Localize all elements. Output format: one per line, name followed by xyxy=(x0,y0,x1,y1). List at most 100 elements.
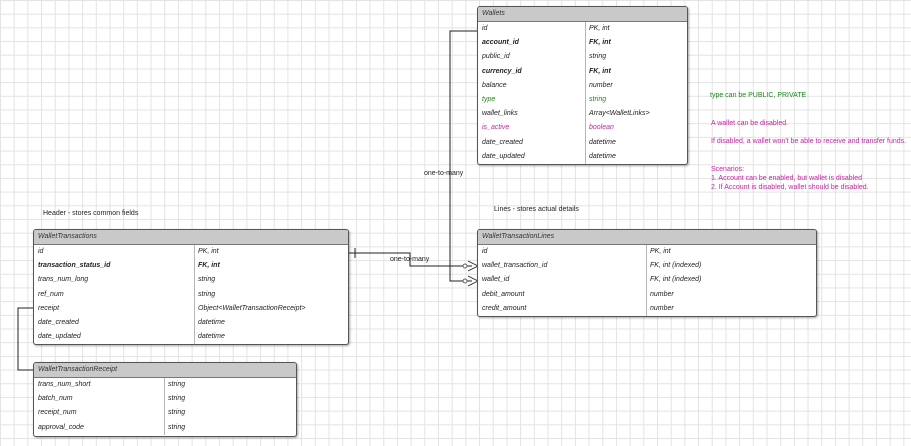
relationship-label-transactions: one-to-many xyxy=(390,256,430,263)
field-type: datetime xyxy=(585,135,616,150)
wallets-row-is-active[interactable]: is_active boolean xyxy=(478,121,687,136)
field-name: id xyxy=(482,248,488,255)
field-type: PK, int xyxy=(585,22,610,37)
wallet-transaction-lines-title: WalletTransactionLines xyxy=(478,230,816,245)
wallet-transactions-row-id[interactable]: id PK, int xyxy=(34,245,348,260)
wallets-row-date-created[interactable]: date_created datetime xyxy=(478,135,687,150)
field-name: account_id xyxy=(482,39,519,47)
field-name: id xyxy=(38,248,44,255)
wallet-transaction-receipt-entity[interactable]: WalletTransactionReceipt trans_num_short… xyxy=(33,362,297,437)
wallets-title: Wallets xyxy=(478,7,687,22)
field-type: number xyxy=(646,301,674,316)
crow-foot-transaction-id-a xyxy=(467,260,479,267)
wallet-transaction-lines-row-credit-amount[interactable]: credit_amount number xyxy=(478,301,816,316)
field-name: wallet_links xyxy=(482,110,518,118)
wallet-transactions-row-date-updated[interactable]: date_updated datetime xyxy=(34,330,348,344)
wallet-transactions-row-transaction-status-id[interactable]: transaction_status_id FK, int xyxy=(34,259,348,274)
header-note: Header - stores common fields xyxy=(43,210,139,217)
scenario-2: 2. If Account is disabled, wallet should… xyxy=(711,184,869,191)
wallet-transactions-row-date-created[interactable]: date_created datetime xyxy=(34,315,348,331)
field-type: FK, int xyxy=(585,64,611,79)
field-name: type xyxy=(482,95,496,103)
field-type: string xyxy=(164,420,185,435)
type-note: type can be PUBLIC, PRIVATE xyxy=(710,92,807,99)
field-type: datetime xyxy=(585,149,616,164)
field-name: credit_amount xyxy=(482,304,527,312)
scenario-1: 1. Account can be enabled, but wallet is… xyxy=(711,175,862,182)
field-name: trans_num_short xyxy=(38,381,91,388)
wallets-row-currency-id[interactable]: currency_id FK, int xyxy=(478,64,687,79)
wallet-transaction-receipt-row-batch-num[interactable]: batch_num string xyxy=(34,392,296,407)
field-name: date_created xyxy=(38,318,79,326)
field-name: id xyxy=(482,25,488,32)
field-name: trans_num_long xyxy=(38,276,89,284)
wallets-row-date-updated[interactable]: date_updated datetime xyxy=(478,149,687,164)
field-type: PK, int xyxy=(646,245,671,260)
relationship-label-wallets: one-to-many xyxy=(424,170,464,177)
connector-receipt xyxy=(17,307,34,371)
field-type: string xyxy=(164,406,185,421)
field-name: public_id xyxy=(482,53,510,61)
field-name: ref_num xyxy=(38,290,64,298)
field-type: FK, int (indexed) xyxy=(646,273,701,288)
crow-foot-wallet-id-b xyxy=(467,280,479,287)
field-name: is_active xyxy=(482,124,510,132)
wallets-row-wallet-links[interactable]: wallet_links Array<WalletLinks> xyxy=(478,107,687,122)
field-name: date_created xyxy=(482,138,523,146)
wallet-transactions-title: WalletTransactions xyxy=(34,230,348,245)
wallet-transaction-lines-row-id[interactable]: id PK, int xyxy=(478,245,816,260)
lines-note: Lines - stores actual details xyxy=(494,206,579,213)
field-name: date_updated xyxy=(38,333,81,341)
connector-transactions-to-lines xyxy=(347,252,472,267)
disabled-note-1: A wallet can be disabled. xyxy=(711,120,789,127)
field-type: FK, int xyxy=(194,259,220,274)
crow-foot-wallet-id-a xyxy=(467,275,479,282)
field-name: receipt xyxy=(38,304,60,312)
crow-foot-transaction-id-circle xyxy=(462,263,468,269)
field-type: boolean xyxy=(585,121,614,136)
field-type: FK, int (indexed) xyxy=(646,259,701,274)
wallets-row-id[interactable]: id PK, int xyxy=(478,22,687,37)
field-name: batch_num xyxy=(38,395,73,403)
scenarios-title: Scenarios: xyxy=(711,166,745,173)
field-type: datetime xyxy=(194,315,225,331)
field-type: string xyxy=(164,392,185,407)
field-type: Array<WalletLinks> xyxy=(585,107,650,122)
wallet-transactions-row-receipt[interactable]: receipt Object<WalletTransactionReceipt> xyxy=(34,301,348,316)
field-type: Object<WalletTransactionReceipt> xyxy=(194,301,306,316)
field-type: PK, int xyxy=(194,245,219,260)
field-type: number xyxy=(646,287,674,302)
wallets-row-type[interactable]: type string xyxy=(478,92,687,108)
connector-wallets-to-lines xyxy=(449,30,478,282)
disabled-note-2: If disabled, a wallet won't be able to r… xyxy=(711,138,907,145)
crow-foot-wallet-id-circle xyxy=(462,278,468,284)
field-type: datetime xyxy=(194,330,225,344)
field-name: debit_amount xyxy=(482,290,525,298)
field-name: transaction_status_id xyxy=(38,262,111,270)
field-name: wallet_transaction_id xyxy=(482,262,548,270)
wallet-transaction-receipt-row-receipt-num[interactable]: receipt_num string xyxy=(34,406,296,421)
wallet-transaction-lines-row-debit-amount[interactable]: debit_amount number xyxy=(478,287,816,302)
field-name: currency_id xyxy=(482,67,522,75)
field-name: balance xyxy=(482,81,507,89)
field-name: receipt_num xyxy=(38,409,77,417)
wallet-transaction-lines-row-wallet-transaction-id[interactable]: wallet_transaction_id FK, int (indexed) xyxy=(478,259,816,274)
field-type: string xyxy=(585,92,606,108)
field-name: date_updated xyxy=(482,152,525,160)
